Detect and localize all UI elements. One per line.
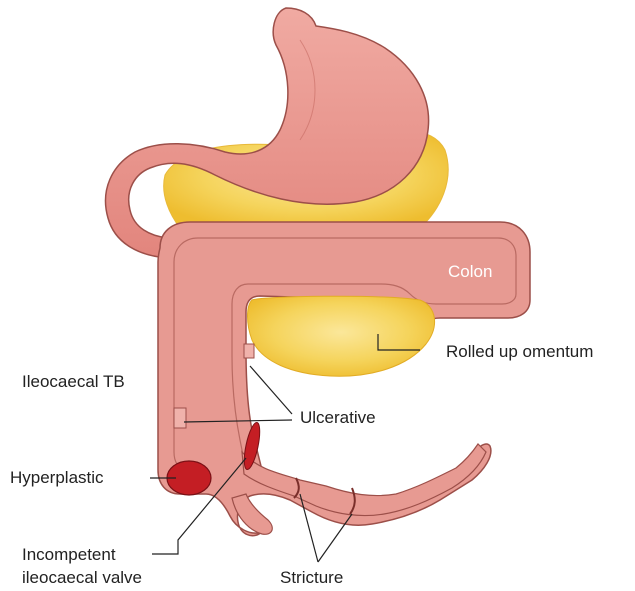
label-rolled-up-omentum: Rolled up omentum — [446, 342, 593, 362]
appendix — [232, 494, 272, 534]
ulcer-notch-upper — [244, 344, 254, 358]
label-ulcerative: Ulcerative — [300, 408, 376, 428]
ileum — [242, 444, 486, 516]
label-stricture: Stricture — [280, 568, 343, 588]
label-incompetent-line2: ileocaecal valve — [22, 568, 142, 588]
label-incompetent-line1: Incompetent — [22, 545, 116, 565]
label-colon: Colon — [448, 262, 492, 282]
ulcer-notch-left — [174, 408, 186, 428]
label-hyperplastic: Hyperplastic — [10, 468, 104, 488]
rolled-up-omentum — [248, 296, 435, 376]
leader-ulcerative-1 — [250, 366, 292, 414]
label-ileocaecal-tb: Ileocaecal TB — [22, 372, 125, 392]
